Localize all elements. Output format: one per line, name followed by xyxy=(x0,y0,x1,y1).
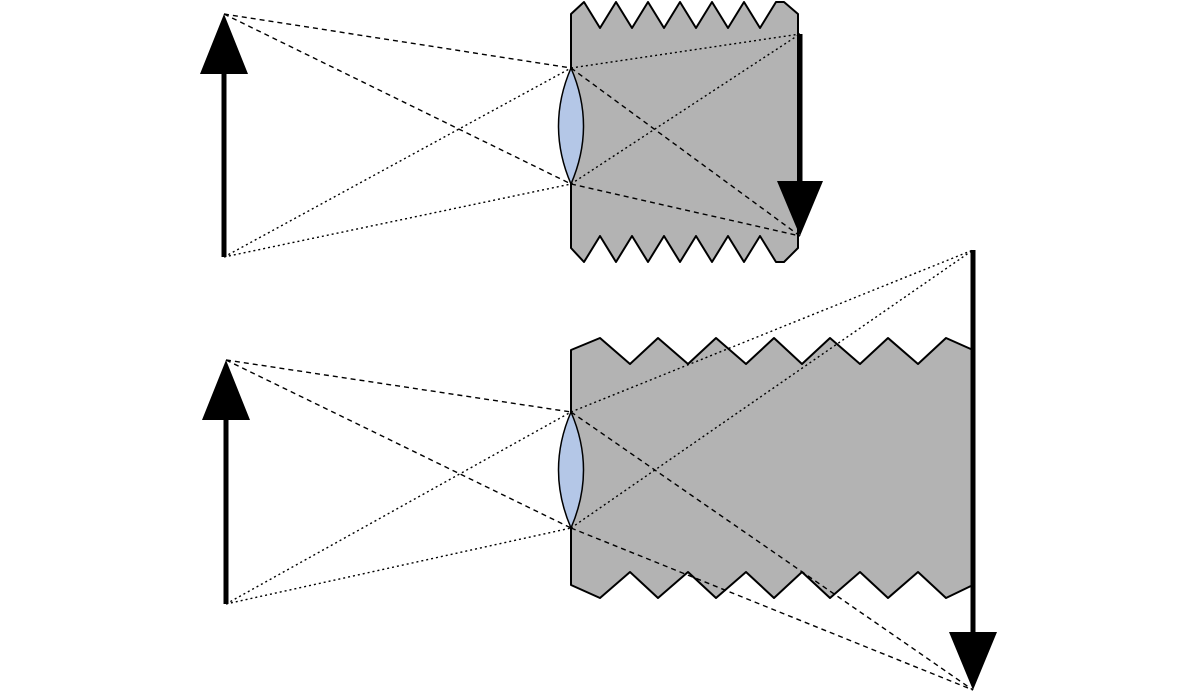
top-ray xyxy=(570,33,801,69)
top-rays xyxy=(223,13,801,258)
bottom-ray xyxy=(570,527,974,691)
bottom-image-arrow-head xyxy=(949,632,997,690)
top-ray xyxy=(223,13,572,69)
bottom-panel xyxy=(202,249,997,691)
bottom-object-arrow-head xyxy=(202,360,250,420)
bottom-ray xyxy=(225,359,572,529)
bottom-ray xyxy=(570,411,974,691)
top-image-arrow-head xyxy=(777,181,823,236)
top-ray xyxy=(223,183,572,258)
top-ray xyxy=(223,13,572,185)
top-ray xyxy=(570,67,801,237)
bottom-rays xyxy=(225,249,974,691)
top-camera-body xyxy=(570,1,799,263)
bottom-ray xyxy=(570,249,974,529)
bottom-camera-body xyxy=(570,337,974,599)
bottom-ray xyxy=(225,411,572,605)
top-ray xyxy=(570,33,801,185)
top-panel xyxy=(200,1,823,263)
bottom-ray xyxy=(225,359,572,413)
top-ray xyxy=(223,67,572,258)
bottom-ray xyxy=(225,527,572,605)
top-object-arrow-head xyxy=(200,14,248,74)
bottom-ray xyxy=(570,249,974,413)
top-ray xyxy=(570,183,801,237)
